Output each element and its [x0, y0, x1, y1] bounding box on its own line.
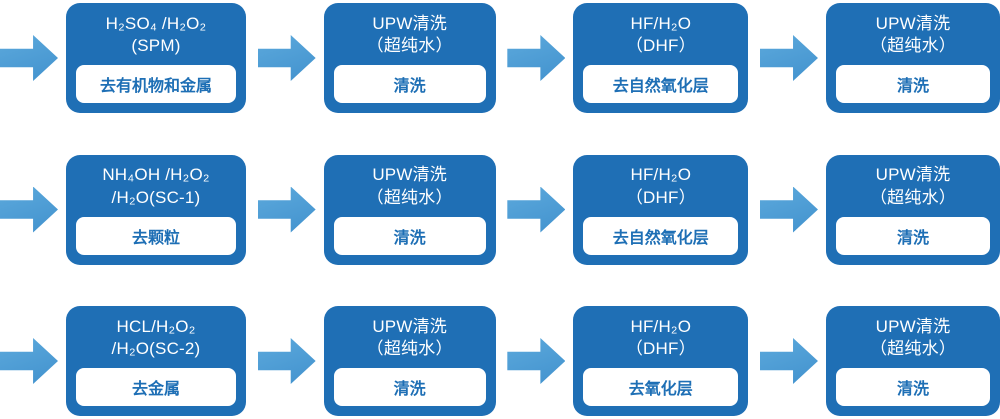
step-chemical-line1: HCL/H₂O₂ — [116, 316, 196, 336]
step-chemical-line2: （超纯水） — [869, 187, 956, 207]
step-title: UPW清洗 （超纯水） — [826, 155, 1000, 217]
step-action-label: 去有机物和金属 — [76, 65, 236, 103]
step-chemical-line1: UPW清洗 — [875, 316, 951, 336]
step-action-label: 清洗 — [333, 65, 486, 103]
step-chemical-line1: HF/H₂O — [630, 316, 692, 336]
step-title: UPW清洗 （超纯水） — [826, 3, 1000, 65]
flow-group: HF/H₂O （DHF） 去氧化层 — [507, 306, 749, 416]
step-action-label: 清洗 — [333, 216, 486, 255]
flow-group: H₂SO₄ /H₂O₂ (SPM) 去有机物和金属 — [0, 3, 246, 113]
process-step-upw-rinse: UPW清洗 （超纯水） 清洗 — [323, 3, 496, 113]
step-chemical-line2: （DHF） — [625, 36, 696, 55]
step-action-label: 清洗 — [835, 216, 990, 255]
step-title: HF/H₂O （DHF） — [573, 155, 748, 217]
process-step-sc1: NH₄OH /H₂O₂ /H₂O(SC-1) 去颗粒 — [66, 154, 246, 265]
flow-group: UPW清洗 （超纯水） 清洗 — [257, 306, 496, 416]
flow-row-3: HCL/H₂O₂ /H₂O(SC-2) 去金属 UPW清洗 （超纯水） 清洗 H… — [0, 306, 1000, 416]
step-title: H₂SO₄ /H₂O₂ (SPM) — [66, 3, 246, 65]
step-chemical-line1: UPW清洗 — [372, 165, 447, 185]
step-chemical-line1: H₂SO₄ /H₂O₂ — [105, 13, 207, 33]
process-step-upw-rinse: UPW清洗 （超纯水） 清洗 — [323, 154, 496, 265]
step-title: HF/H₂O （DHF） — [573, 306, 748, 368]
step-chemical-line1: UPW清洗 — [372, 316, 447, 336]
process-step-upw-rinse: UPW清洗 （超纯水） 清洗 — [825, 3, 1000, 113]
process-step-upw-rinse: UPW清洗 （超纯水） 清洗 — [825, 154, 1000, 265]
step-action-label: 清洗 — [835, 368, 990, 406]
flow-group: UPW清洗 （超纯水） 清洗 — [257, 3, 496, 113]
flow-arrow-icon — [507, 338, 566, 384]
process-step-upw-rinse: UPW清洗 （超纯水） 清洗 — [323, 306, 496, 416]
step-chemical-line1: UPW清洗 — [875, 13, 951, 33]
flow-group: UPW清洗 （超纯水） 清洗 — [759, 306, 1000, 416]
step-chemical-line2: （超纯水） — [366, 36, 453, 55]
step-chemical-line2: （超纯水） — [366, 187, 453, 207]
step-title: NH₄OH /H₂O₂ /H₂O(SC-1) — [66, 155, 246, 217]
step-action-label: 去颗粒 — [76, 216, 236, 255]
step-chemical-line2: （DHF） — [625, 187, 696, 207]
step-title: UPW清洗 （超纯水） — [324, 3, 496, 65]
flow-arrow-icon — [257, 35, 316, 81]
flow-arrow-icon — [257, 186, 316, 233]
step-chemical-line2: /H₂O(SC-2) — [111, 339, 201, 358]
step-chemical-line2: （超纯水） — [869, 339, 956, 358]
step-chemical-line2: (SPM) — [131, 36, 181, 55]
flow-group: HF/H₂O （DHF） 去自然氧化层 — [507, 3, 749, 113]
flow-arrow-icon — [507, 186, 566, 233]
step-chemical-line1: HF/H₂O — [630, 165, 692, 185]
step-action-label: 去氧化层 — [583, 368, 739, 406]
step-action-label: 去金属 — [76, 368, 236, 406]
flow-group: NH₄OH /H₂O₂ /H₂O(SC-1) 去颗粒 — [0, 154, 246, 265]
process-step-sc2: HCL/H₂O₂ /H₂O(SC-2) 去金属 — [66, 306, 246, 416]
flow-row-1: H₂SO₄ /H₂O₂ (SPM) 去有机物和金属 UPW清洗 （超纯水） 清洗… — [0, 3, 1000, 113]
flow-arrow-icon — [0, 186, 58, 233]
flow-group: HCL/H₂O₂ /H₂O(SC-2) 去金属 — [0, 306, 246, 416]
process-step-upw-rinse: UPW清洗 （超纯水） 清洗 — [825, 306, 1000, 416]
step-chemical-line2: /H₂O(SC-1) — [111, 187, 201, 207]
step-title: UPW清洗 （超纯水） — [324, 306, 496, 368]
step-chemical-line2: （超纯水） — [869, 36, 956, 55]
step-title: UPW清洗 （超纯水） — [324, 155, 496, 217]
step-title: HF/H₂O （DHF） — [573, 3, 748, 65]
process-step-dhf: HF/H₂O （DHF） 去自然氧化层 — [573, 3, 749, 113]
flow-arrow-icon — [0, 35, 58, 81]
flow-arrow-icon — [507, 35, 566, 81]
flow-arrow-icon — [0, 338, 58, 384]
step-action-label: 去自然氧化层 — [583, 65, 739, 103]
step-title: UPW清洗 （超纯水） — [826, 306, 1000, 368]
step-action-label: 清洗 — [333, 368, 486, 406]
process-step-dhf: HF/H₂O （DHF） 去氧化层 — [573, 306, 749, 416]
process-step-spm: H₂SO₄ /H₂O₂ (SPM) 去有机物和金属 — [66, 3, 246, 113]
step-chemical-line1: HF/H₂O — [630, 13, 692, 33]
process-step-dhf: HF/H₂O （DHF） 去自然氧化层 — [573, 154, 749, 265]
step-chemical-line2: （超纯水） — [366, 339, 453, 358]
flow-arrow-icon — [759, 35, 818, 81]
flow-arrow-icon — [759, 338, 818, 384]
step-chemical-line1: NH₄OH /H₂O₂ — [102, 165, 210, 185]
step-action-label: 清洗 — [835, 65, 990, 103]
step-chemical-line2: （DHF） — [625, 339, 696, 358]
flow-group: UPW清洗 （超纯水） 清洗 — [759, 3, 1000, 113]
flow-arrow-icon — [257, 338, 316, 384]
flow-row-2: NH₄OH /H₂O₂ /H₂O(SC-1) 去颗粒 UPW清洗 （超纯水） 清… — [0, 154, 1000, 265]
step-title: HCL/H₂O₂ /H₂O(SC-2) — [66, 306, 246, 368]
step-chemical-line1: UPW清洗 — [372, 13, 447, 33]
flow-group: HF/H₂O （DHF） 去自然氧化层 — [507, 154, 749, 265]
flow-group: UPW清洗 （超纯水） 清洗 — [759, 154, 1000, 265]
flow-arrow-icon — [759, 186, 818, 233]
flow-group: UPW清洗 （超纯水） 清洗 — [257, 154, 496, 265]
step-chemical-line1: UPW清洗 — [875, 165, 951, 185]
step-action-label: 去自然氧化层 — [583, 216, 739, 255]
